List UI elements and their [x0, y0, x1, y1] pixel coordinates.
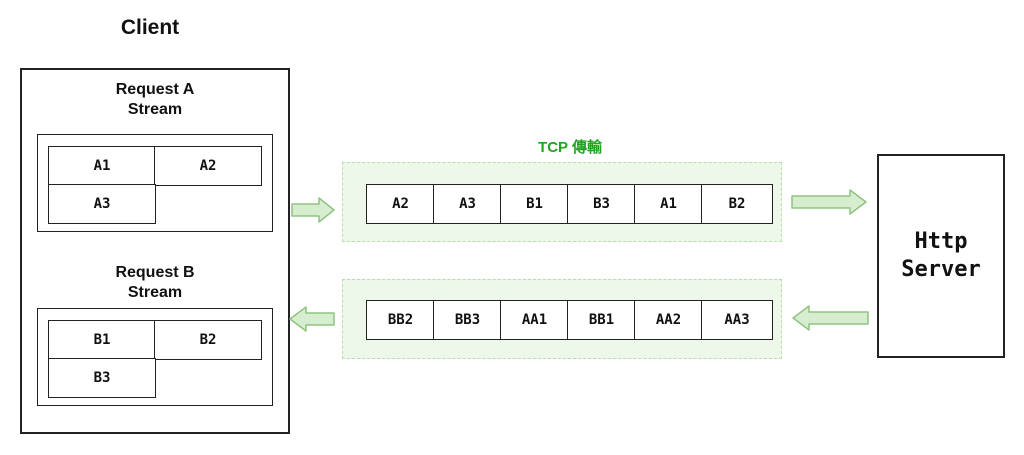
request-a-title-line2: Stream	[127, 101, 183, 118]
stream-cell: B3	[48, 358, 156, 398]
packet-cell: BB3	[433, 300, 502, 340]
arrow-left-icon	[289, 306, 335, 332]
request-b-title-line2: Stream	[127, 284, 183, 301]
stream-cell: B2	[154, 320, 262, 360]
request-b-stream	[37, 308, 273, 406]
request-b-title-line1: Request B	[115, 264, 195, 281]
arrow-right-icon	[791, 189, 867, 215]
stream-cell: A2	[154, 146, 262, 186]
packet-cell: BB1	[567, 300, 636, 340]
packet-cell: BB2	[366, 300, 435, 340]
packet-cell: B2	[701, 184, 773, 224]
request-a-stream	[37, 134, 273, 232]
server-label-line2: Server	[901, 257, 981, 282]
tcp-label: TCP 傳輸	[538, 139, 602, 156]
request-b-title: Request B Stream	[20, 263, 290, 303]
client-title: Client	[120, 16, 180, 39]
packet-cell: AA1	[500, 300, 569, 340]
packet-cell: B3	[567, 184, 636, 224]
packet-cell: A1	[634, 184, 703, 224]
request-a-title: Request A Stream	[20, 80, 290, 120]
arrow-left-icon	[792, 305, 869, 331]
packet-cell: B1	[500, 184, 569, 224]
packet-cell: AA2	[634, 300, 703, 340]
request-a-title-line1: Request A	[115, 81, 195, 98]
arrow-right-icon	[291, 197, 335, 223]
stream-cell: B1	[48, 320, 156, 360]
packet-cell: A2	[366, 184, 435, 224]
stream-cell: A3	[48, 184, 156, 224]
http-server-box: Http Server	[877, 154, 1005, 358]
server-label-line1: Http	[914, 229, 968, 254]
client-box	[20, 68, 290, 434]
packet-cell: AA3	[701, 300, 773, 340]
